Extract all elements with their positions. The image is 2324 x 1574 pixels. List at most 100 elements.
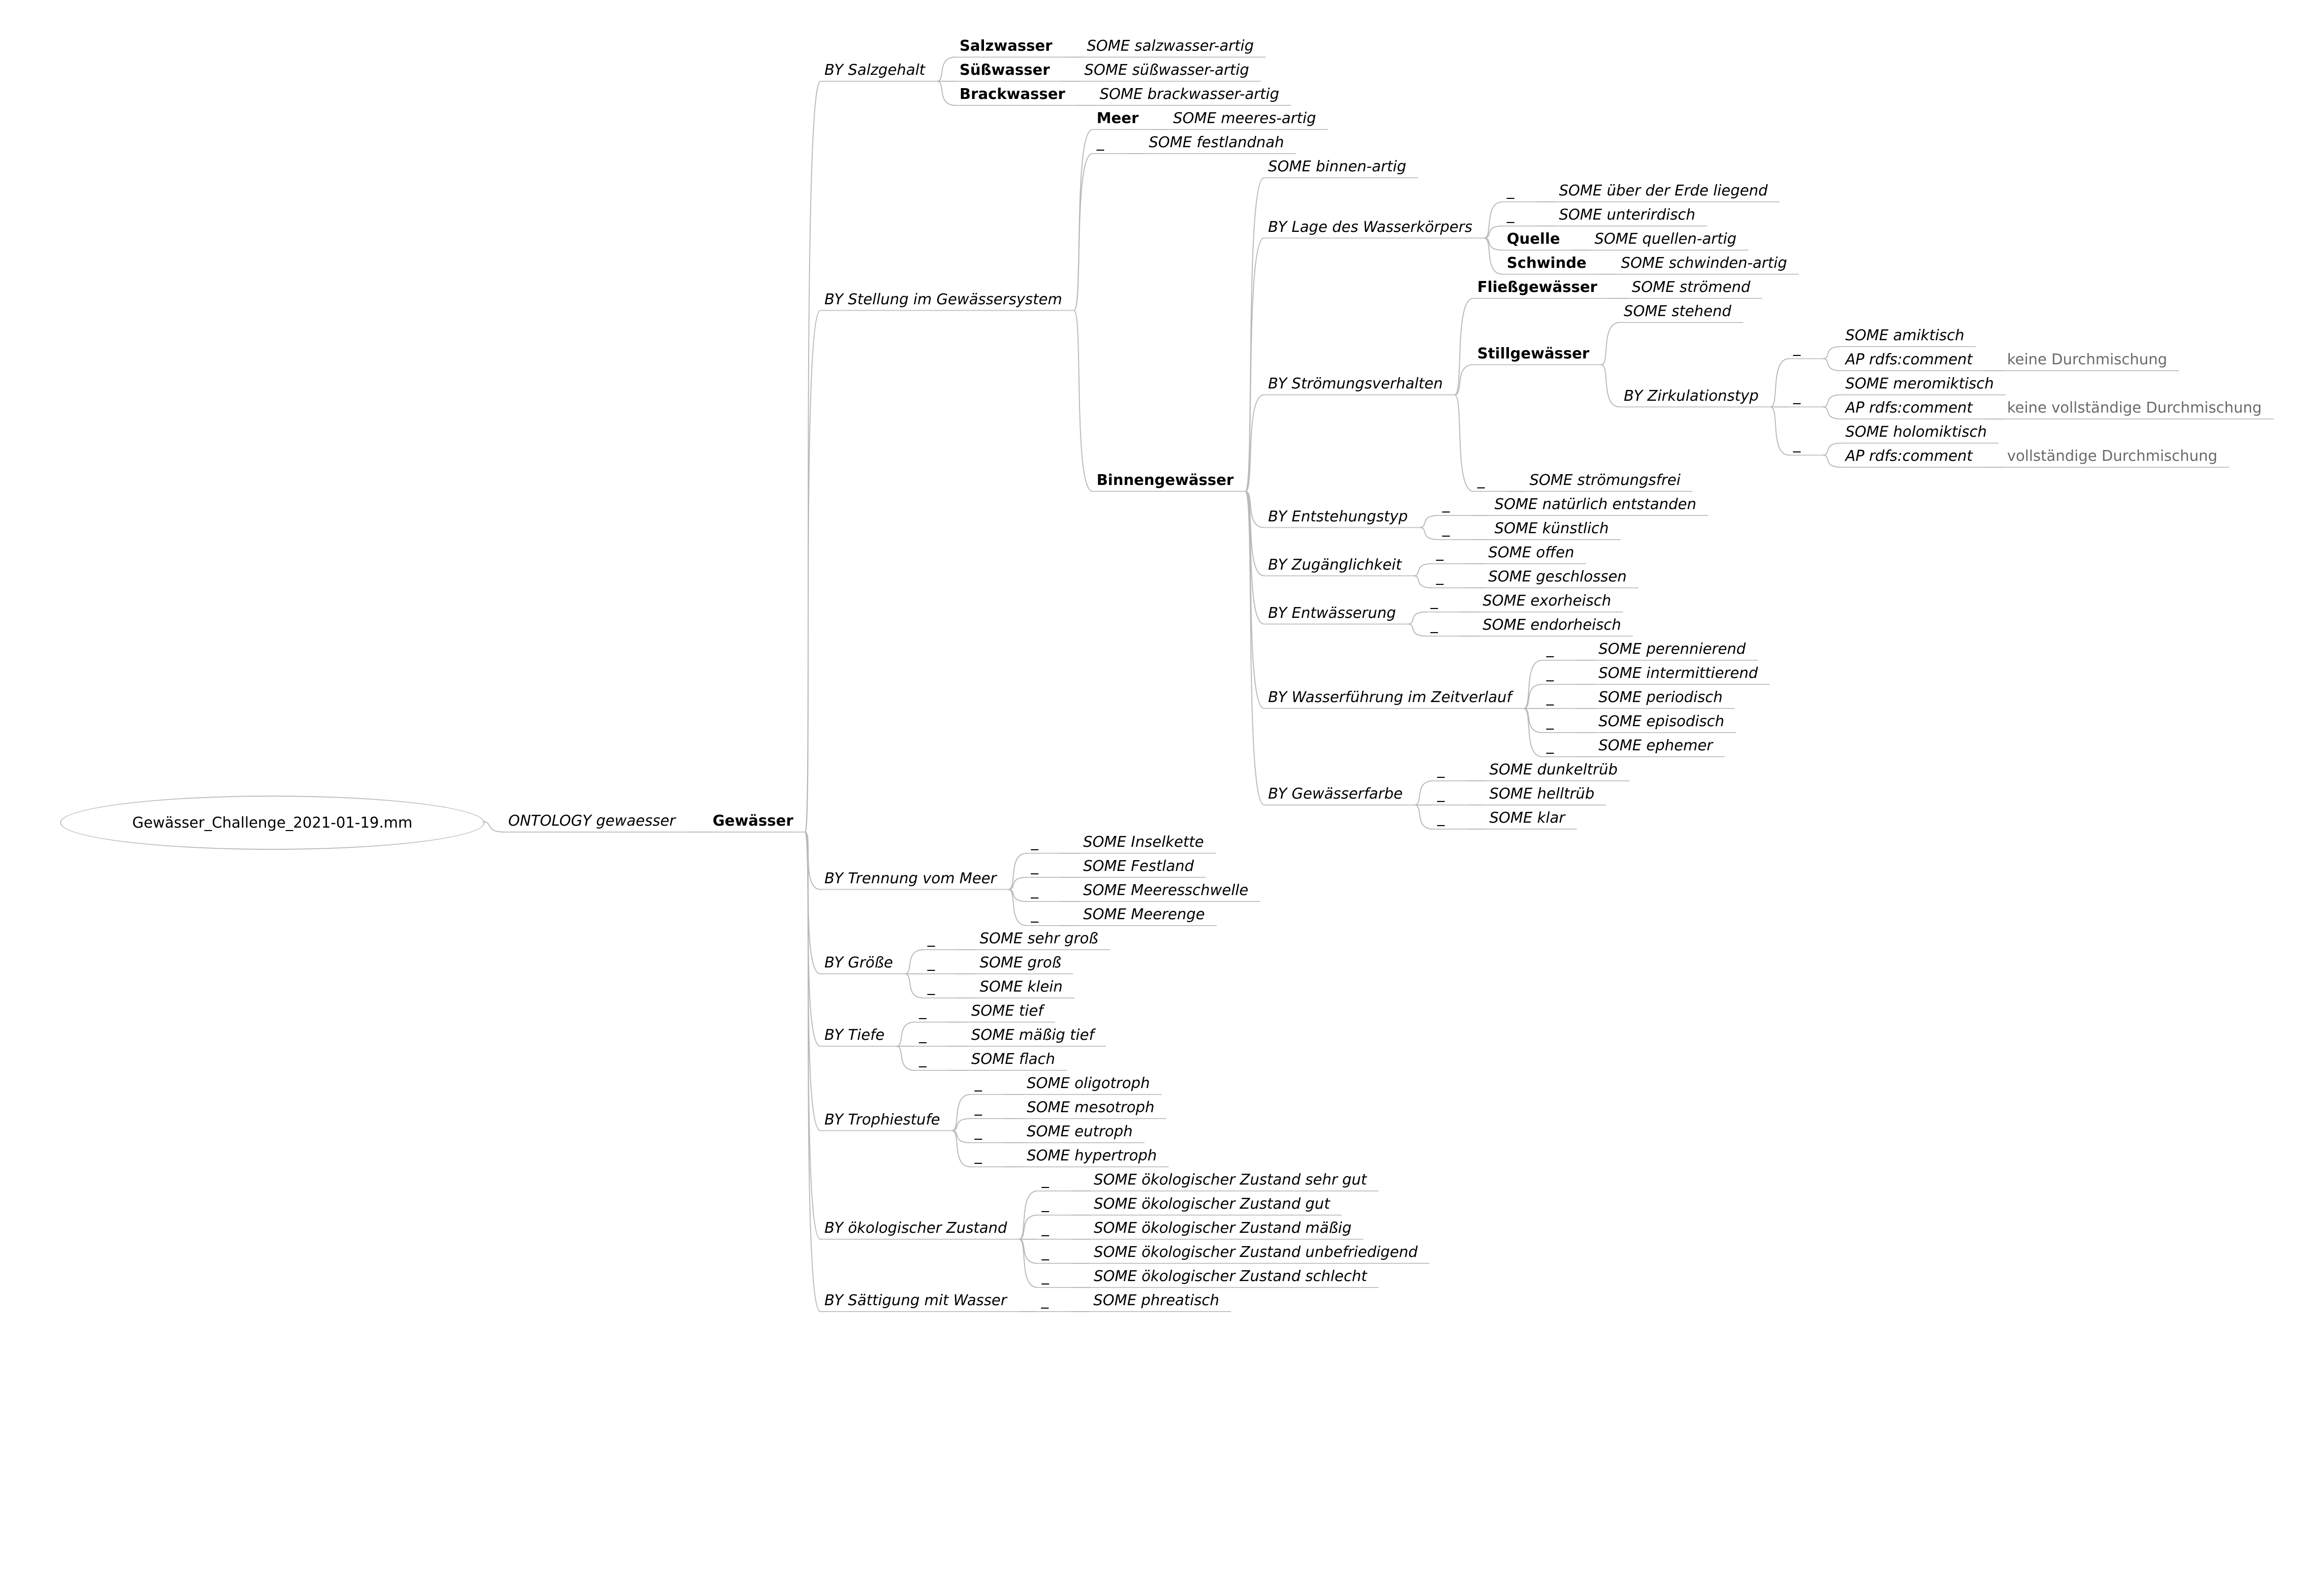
node-anon[interactable]: _ (1442, 496, 1450, 513)
node-anon[interactable]: _ (919, 1002, 927, 1020)
node-some-natuerlich-entstanden[interactable]: SOME natürlich entstanden (1494, 496, 1697, 513)
node-quelle[interactable]: Quelle (1506, 230, 1560, 248)
node-anon[interactable]: _ (1546, 689, 1554, 706)
node-anon[interactable]: _ (974, 1075, 982, 1092)
node-comment-keine-vollstaendige-durchmischung[interactable]: keine vollständige Durchmischung (2007, 399, 2262, 417)
node-anon[interactable]: _ (927, 954, 935, 971)
node-anon[interactable]: _ (1430, 592, 1438, 610)
node-anon[interactable]: _ (1430, 616, 1438, 634)
node-some-phreatisch[interactable]: SOME phreatisch (1093, 1292, 1219, 1309)
node-some-eutroph[interactable]: SOME eutroph (1026, 1123, 1133, 1140)
node-some-oekologischer-zustand-gut[interactable]: SOME ökologischer Zustand gut (1093, 1195, 1330, 1213)
node-anon[interactable]: _ (1096, 134, 1104, 151)
node-by-saettigung-mit-wasser[interactable]: BY Sättigung mit Wasser (824, 1292, 1007, 1309)
node-anon[interactable]: _ (927, 930, 935, 947)
node-some-festland[interactable]: SOME Festland (1083, 858, 1194, 875)
node-suesswasser[interactable]: Süßwasser (959, 62, 1050, 79)
node-comment-vollstaendige-durchmischung[interactable]: vollständige Durchmischung (2007, 448, 2218, 465)
node-some-oekologischer-zustand-unbefriedigend[interactable]: SOME ökologischer Zustand unbefriedigend (1093, 1244, 1418, 1261)
node-anon[interactable]: _ (1041, 1195, 1049, 1213)
node-some-meeresschwelle[interactable]: SOME Meeresschwelle (1083, 882, 1248, 899)
node-anon[interactable]: _ (974, 1147, 982, 1164)
node-by-gewaesserfarbe[interactable]: BY Gewässerfarbe (1268, 785, 1403, 803)
node-some-oligotroph[interactable]: SOME oligotroph (1026, 1075, 1150, 1092)
node-some-klar[interactable]: SOME klar (1489, 809, 1565, 827)
node-by-wasserfuehrung-im-zeitverlauf[interactable]: BY Wasserführung im Zeitverlauf (1268, 689, 1512, 706)
node-by-oekologischer-zustand[interactable]: BY ökologischer Zustand (824, 1220, 1007, 1237)
node-anon[interactable]: _ (1546, 665, 1554, 682)
node-anon[interactable]: _ (1031, 906, 1039, 923)
node-anon[interactable]: _ (1793, 387, 1801, 405)
node-some-klein[interactable]: SOME klein (980, 978, 1063, 996)
node-by-entstehungstyp[interactable]: BY Entstehungstyp (1268, 508, 1408, 525)
node-schwinde[interactable]: Schwinde (1506, 255, 1587, 272)
node-by-tiefe[interactable]: BY Tiefe (824, 1027, 885, 1044)
node-some-tief[interactable]: SOME tief (971, 1002, 1044, 1020)
node-some-amiktisch[interactable]: SOME amiktisch (1845, 327, 1964, 344)
node-anon[interactable]: _ (1506, 206, 1514, 224)
node-anon[interactable]: _ (1793, 435, 1801, 453)
node-anon[interactable]: _ (1031, 834, 1039, 851)
node-by-stroemungsverhalten[interactable]: BY Strömungsverhalten (1268, 375, 1443, 392)
node-ap-rdfs-comment[interactable]: AP rdfs:comment (1845, 448, 1973, 465)
node-anon[interactable]: _ (1546, 641, 1554, 658)
node-some-sehr-gross[interactable]: SOME sehr groß (980, 930, 1098, 947)
node-anon[interactable]: _ (1041, 1171, 1049, 1189)
node-by-lage-des-wasserkoerpers[interactable]: BY Lage des Wasserkörpers (1268, 218, 1473, 236)
node-some-hypertroph[interactable]: SOME hypertroph (1026, 1147, 1157, 1164)
node-meer[interactable]: Meer (1096, 110, 1139, 127)
node-ap-rdfs-comment[interactable]: AP rdfs:comment (1845, 399, 1973, 417)
node-anon[interactable]: _ (1442, 520, 1450, 537)
node-some-geschlossen[interactable]: SOME geschlossen (1488, 568, 1627, 585)
node-anon[interactable]: _ (1041, 1292, 1049, 1309)
node-anon[interactable]: _ (1546, 713, 1554, 730)
node-some-offen[interactable]: SOME offen (1488, 544, 1574, 561)
node-fliessgewaesser[interactable]: Fließgewässer (1477, 279, 1598, 296)
node-ap-rdfs-comment[interactable]: AP rdfs:comment (1845, 351, 1973, 368)
node-some-oekologischer-zustand-sehr-gut[interactable]: SOME ökologischer Zustand sehr gut (1093, 1171, 1367, 1189)
node-some-ueber-der-erde-liegend[interactable]: SOME über der Erde liegend (1559, 182, 1768, 199)
node-some-meromiktisch[interactable]: SOME meromiktisch (1845, 375, 1994, 392)
node-by-zirkulationstyp[interactable]: BY Zirkulationstyp (1624, 387, 1759, 405)
node-some-meeres-artig[interactable]: SOME meeres-artig (1173, 110, 1316, 127)
node-some-oekologischer-zustand-maessig[interactable]: SOME ökologischer Zustand mäßig (1093, 1220, 1352, 1237)
node-comment-keine-durchmischung[interactable]: keine Durchmischung (2007, 351, 2167, 368)
node-some-oekologischer-zustand-schlecht[interactable]: SOME ökologischer Zustand schlecht (1093, 1268, 1367, 1285)
node-some-intermittierend[interactable]: SOME intermittierend (1598, 665, 1758, 682)
node-some-helltrueb[interactable]: SOME helltrüb (1489, 785, 1595, 803)
node-some-gross[interactable]: SOME groß (980, 954, 1061, 971)
node-gewaesser[interactable]: Gewässer (713, 812, 793, 830)
node-anon[interactable]: _ (919, 1051, 927, 1068)
node-some-flach[interactable]: SOME flach (971, 1051, 1055, 1068)
node-some-stehend[interactable]: SOME stehend (1624, 303, 1732, 320)
node-brackwasser[interactable]: Brackwasser (959, 86, 1065, 103)
node-anon[interactable]: _ (1437, 761, 1445, 778)
node-ontology-gewaesser[interactable]: ONTOLOGY gewaesser (508, 812, 676, 830)
node-anon[interactable]: _ (1436, 568, 1443, 585)
node-by-groesse[interactable]: BY Größe (824, 954, 893, 971)
node-some-holomiktisch[interactable]: SOME holomiktisch (1845, 423, 1987, 441)
node-anon[interactable]: _ (974, 1099, 982, 1116)
node-some-stroemungsfrei[interactable]: SOME strömungsfrei (1529, 472, 1681, 489)
node-some-stroemend[interactable]: SOME strömend (1632, 279, 1751, 296)
node-some-meerenge[interactable]: SOME Meerenge (1083, 906, 1205, 923)
node-anon[interactable]: _ (1031, 858, 1039, 875)
node-some-brackwasser-artig[interactable]: SOME brackwasser-artig (1099, 86, 1279, 103)
node-anon[interactable]: _ (1793, 339, 1801, 356)
node-some-dunkeltrueb[interactable]: SOME dunkeltrüb (1489, 761, 1618, 778)
node-some-exorheisch[interactable]: SOME exorheisch (1482, 592, 1611, 610)
node-by-entwaesserung[interactable]: BY Entwässerung (1268, 604, 1396, 622)
node-some-schwinden-artig[interactable]: SOME schwinden-artig (1621, 255, 1787, 272)
node-stillgewaesser[interactable]: Stillgewässer (1477, 345, 1590, 362)
node-anon[interactable]: _ (1041, 1268, 1049, 1285)
node-binnengewaesser[interactable]: Binnengewässer (1096, 472, 1234, 489)
node-some-suesswasser-artig[interactable]: SOME süßwasser-artig (1084, 62, 1249, 79)
node-some-salzwasser-artig[interactable]: SOME salzwasser-artig (1086, 37, 1254, 55)
node-anon[interactable]: _ (1506, 182, 1514, 199)
node-some-festlandnah[interactable]: SOME festlandnah (1148, 134, 1284, 151)
node-anon[interactable]: _ (927, 978, 935, 996)
node-some-quellen-artig[interactable]: SOME quellen-artig (1594, 230, 1737, 248)
node-anon[interactable]: _ (1436, 544, 1443, 561)
node-by-stellung-im-gewaessersystem[interactable]: BY Stellung im Gewässersystem (824, 290, 1062, 308)
node-anon[interactable]: _ (1546, 737, 1554, 754)
